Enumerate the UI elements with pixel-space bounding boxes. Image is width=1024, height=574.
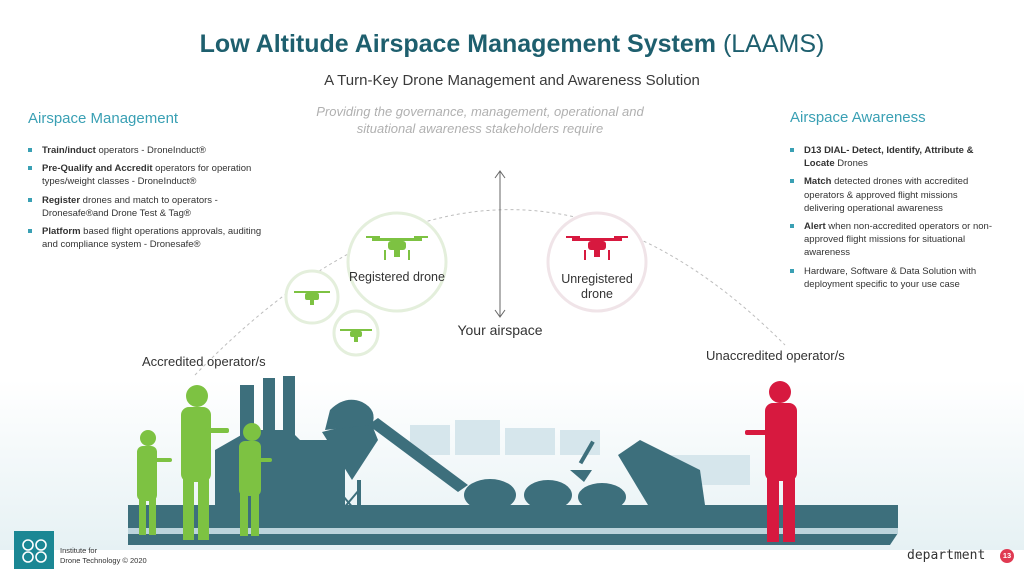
unaccredited-operators-label: Unaccredited operator/s <box>706 348 845 363</box>
foreground-strip <box>128 528 898 534</box>
list-item: Platform based flight operations approva… <box>28 225 268 251</box>
item-text: detected drones with accredited operator… <box>804 176 969 214</box>
airspace-management-list: Train/induct operators - DroneInduct® Pr… <box>28 144 268 256</box>
airspace-arc <box>194 209 786 376</box>
institute-line: Drone Technology © 2020 <box>60 556 147 565</box>
drone-icon <box>340 329 372 342</box>
item-bold: Pre-Qualify and Accredit <box>42 163 153 175</box>
list-item: Match detected drones with accredited op… <box>790 175 1000 215</box>
list-item: Register drones and match to operators -… <box>28 194 268 220</box>
item-bold: Platform <box>42 226 81 238</box>
list-item: Train/induct operators - DroneInduct® <box>28 144 268 157</box>
page-title: Low Altitude Airspace Management System … <box>0 30 1024 59</box>
item-text: based flight operations approvals, audit… <box>42 226 262 251</box>
item-bold: Alert <box>804 221 826 233</box>
brand-badge: 13 <box>1000 549 1014 563</box>
item-text: Drones <box>834 158 868 170</box>
list-item: Pre-Qualify and Accredit operators for o… <box>28 162 268 188</box>
airspace-awareness-list: D13 DIAL- Detect, Identify, Attribute & … <box>790 144 1000 296</box>
institute-logo <box>14 531 54 569</box>
registered-drone-label: Registered drone <box>349 270 445 284</box>
unregistered-drone-label: Unregistered drone <box>561 272 633 301</box>
brand-name: department <box>907 548 986 563</box>
registered-drone-circle <box>346 211 448 313</box>
item-text: operators - DroneInduct® <box>95 145 206 156</box>
registered-drone-icon <box>366 236 428 260</box>
item-bold: Train/induct <box>42 145 96 156</box>
airspace-management-heading: Airspace Management <box>28 110 179 127</box>
altitude-arrow <box>494 170 506 318</box>
title-abbr: (LAAMS) <box>722 30 825 58</box>
airspace-label: Your airspace <box>457 322 543 338</box>
item-text: operators for operation types/weight cla… <box>42 163 252 188</box>
list-item: D13 DIAL- Detect, Identify, Attribute & … <box>790 144 1000 170</box>
item-bold: Register <box>42 194 81 206</box>
institute-credit: Institute for Drone Technology © 2020 <box>60 546 147 566</box>
item-text: when non-accredited operators or non-app… <box>804 221 993 259</box>
item-text: drones and match to operators - Dronesaf… <box>42 194 218 219</box>
airspace-awareness-heading: Airspace Awareness <box>790 109 926 126</box>
item-bold: Match <box>804 176 832 188</box>
list-item: Hardware, Software & Data Solution with … <box>790 265 1000 291</box>
item-text: Hardware, Software & Data Solution with … <box>804 265 977 290</box>
title-main: Low Altitude Airspace Management System <box>199 30 716 58</box>
institute-line: Institute for <box>60 546 98 555</box>
tagline: Providing the governance, management, op… <box>316 104 644 136</box>
page-subtitle: A Turn-Key Drone Management and Awarenes… <box>324 72 700 89</box>
list-item: Alert when non-accredited operators or n… <box>790 220 1000 260</box>
item-bold: D13 DIAL- Detect, Identify, Attribute & … <box>804 145 974 170</box>
unaccredited-operator <box>745 381 797 542</box>
drone-icon <box>294 291 330 305</box>
unregistered-drone-icon <box>566 236 628 260</box>
accredited-operators-label: Accredited operator/s <box>142 354 266 369</box>
accredited-operators <box>137 385 272 540</box>
